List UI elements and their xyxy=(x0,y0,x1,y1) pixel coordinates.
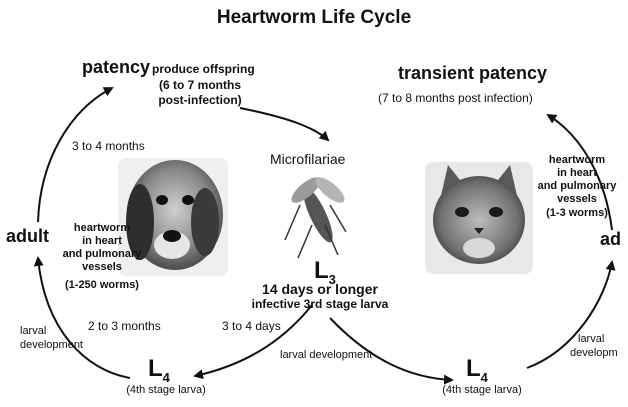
l4-to-adult-duration: 2 to 3 months xyxy=(88,320,161,333)
center-larval-development: larval development xyxy=(280,350,372,362)
arrow-patency-to-microfilariae xyxy=(240,108,328,140)
l3-duration: 14 days or longer xyxy=(250,282,390,297)
cat-adult-note-5: (1-3 worms) xyxy=(535,208,619,220)
patency-timing-line2: post-infection) xyxy=(140,94,260,107)
l4-left-description: (4th stage larva) xyxy=(116,385,216,397)
patency-note: produce offspring xyxy=(152,63,255,76)
dog-adult-note-5: (1-250 worms) xyxy=(60,280,144,292)
patency-label: patency xyxy=(82,58,150,77)
cat-adult-note-2: in heart xyxy=(535,168,619,180)
l4-right-description: (4th stage larva) xyxy=(432,385,532,397)
patency-timing-line1: (6 to 7 months xyxy=(140,79,260,92)
dog-adult-note-3: and pulmonary xyxy=(60,249,144,261)
mosquito-image xyxy=(285,173,348,258)
cat-image xyxy=(425,162,533,274)
cat-adult-note-4: vessels xyxy=(535,194,619,206)
arrow-adult-to-patency xyxy=(38,88,112,222)
l3-to-l4-duration: 3 to 4 days xyxy=(222,320,281,333)
diagram-title: Heartworm Life Cycle xyxy=(0,8,628,28)
microfilariae-label: Microfilariae xyxy=(270,152,345,167)
right-larval-line1: larval xyxy=(578,334,604,346)
transient-patency-label: transient patency xyxy=(398,64,547,83)
adult-label-cat: ad xyxy=(600,230,621,249)
cat-adult-note-1: heartworm xyxy=(535,155,619,167)
right-larval-line2: developm xyxy=(570,348,618,360)
cat-adult-note-3: and pulmonary xyxy=(535,181,619,193)
l3-description: infective 3rd stage larva xyxy=(240,298,400,311)
l4-left-label: L4 xyxy=(148,356,170,384)
arrow-l3-to-l4-left xyxy=(195,305,312,376)
left-larval-line2: development xyxy=(20,340,83,352)
dog-adult-note-4: vessels xyxy=(60,262,144,274)
transient-patency-timing: (7 to 8 months post infection) xyxy=(378,92,533,105)
dog-adult-note-1: heartworm xyxy=(60,223,144,235)
l4-right-label: L4 xyxy=(466,356,488,384)
adult-label-dog: adult xyxy=(6,227,49,246)
adult-to-patency-duration: 3 to 4 months xyxy=(72,140,145,153)
arrow-l4-to-adult xyxy=(38,258,130,378)
dog-adult-note-2: in heart xyxy=(60,236,144,248)
left-larval-line1: larval xyxy=(20,326,46,338)
